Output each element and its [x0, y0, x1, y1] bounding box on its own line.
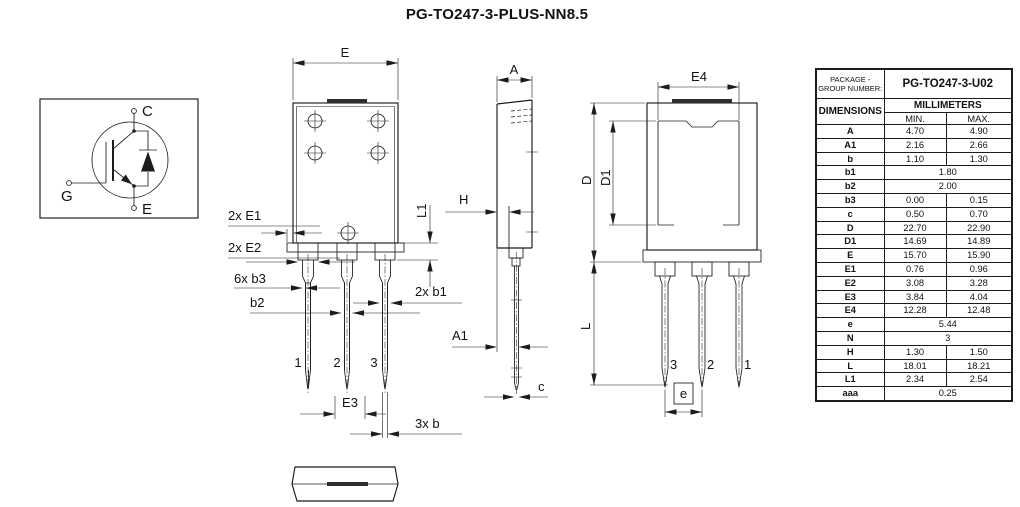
col-header-max: MAX. — [945, 112, 1013, 125]
dim-e: e — [664, 382, 703, 417]
dim-A: A — [496, 62, 533, 102]
collector-terminal-label: C — [142, 103, 153, 120]
dim-D: D — [579, 102, 645, 263]
front-pin-2-number: 2 — [333, 355, 340, 370]
dim-E4-label: E4 — [691, 69, 707, 84]
dim-A1: A1 — [452, 248, 548, 352]
front-pin-3-number: 3 — [370, 355, 377, 370]
dim-b1: 2x b1 — [353, 284, 462, 306]
dim-E1-label: 2x E1 — [228, 208, 261, 223]
dim-L1: L1 — [397, 204, 438, 287]
back-pin-1-number: 1 — [744, 357, 751, 372]
dim-b1-label: 2x b1 — [415, 284, 447, 299]
back-pins — [659, 268, 745, 390]
top-tab — [327, 99, 367, 104]
dim-A-label: A — [510, 62, 519, 77]
dim-A1-label: A1 — [452, 328, 468, 343]
front-view: 1 2 3 E L1 2x E1 — [228, 45, 462, 438]
dim-b3: 6x b3 — [234, 271, 340, 291]
gate-terminal-label: G — [61, 188, 73, 205]
dim-D1: D1 — [598, 120, 656, 226]
side-view: A H A1 c — [445, 62, 548, 400]
page-title: PG-TO247-3-PLUS-NN8.5 — [405, 6, 589, 23]
dim-E3: E3 — [300, 395, 386, 419]
dim-c-label: c — [538, 379, 545, 394]
dim-D-label: D — [579, 176, 594, 185]
col-header-min: MIN. — [883, 112, 947, 125]
dim-E-label: E — [341, 45, 350, 60]
back-view: 3 2 1 E4 D D1 — [578, 69, 762, 417]
dim-b2: b2 — [250, 295, 420, 316]
col-header-dimensions: DIMENSIONS — [815, 98, 885, 125]
package-group-number: PG-TO247-3-U02 — [883, 68, 1013, 99]
dim-b: 3x b — [350, 392, 462, 438]
back-pin-2-number: 2 — [707, 357, 714, 372]
back-pin-3-number: 3 — [670, 357, 677, 372]
dim-E4: E4 — [657, 69, 740, 120]
dim-c: c — [484, 379, 548, 400]
dim-E1: 2x E1 — [228, 208, 322, 242]
col-header-millimeters: MILLIMETERS — [883, 98, 1013, 113]
dim-L: L — [578, 262, 668, 386]
dim-L-label: L — [578, 323, 593, 330]
dim-H-label: H — [459, 192, 468, 207]
dim-E2-label: 2x E2 — [228, 240, 261, 255]
igbt-symbol: C G E — [39, 98, 199, 219]
dim-E: E — [292, 45, 399, 100]
dim-b3-label: 6x b3 — [234, 271, 266, 286]
dim-H: H — [445, 192, 534, 215]
diode-icon — [141, 151, 155, 172]
bottom-tab — [327, 482, 368, 486]
dim-D1-label: D1 — [598, 169, 613, 186]
front-pin-1-number: 1 — [294, 355, 301, 370]
dim-E3-label: E3 — [342, 395, 358, 410]
dim-b2-label: b2 — [250, 295, 264, 310]
package-group-label: PACKAGE - GROUP NUMBER: — [815, 68, 885, 99]
dim-e-label: e — [680, 386, 687, 401]
symbol-frame — [39, 98, 199, 219]
dim-E2: 2x E2 — [228, 240, 355, 265]
mounting-hole-crosshair — [304, 110, 389, 244]
top-tab — [672, 99, 732, 104]
front-pins — [302, 254, 391, 393]
bottom-view — [291, 466, 399, 502]
dim-L1-label: L1 — [414, 204, 429, 218]
dimensions-table: PACKAGE - GROUP NUMBER: PG-TO247-3-U02 D… — [815, 68, 1013, 402]
dim-b-label: 3x b — [415, 416, 440, 431]
emitter-terminal-label: E — [142, 201, 152, 218]
